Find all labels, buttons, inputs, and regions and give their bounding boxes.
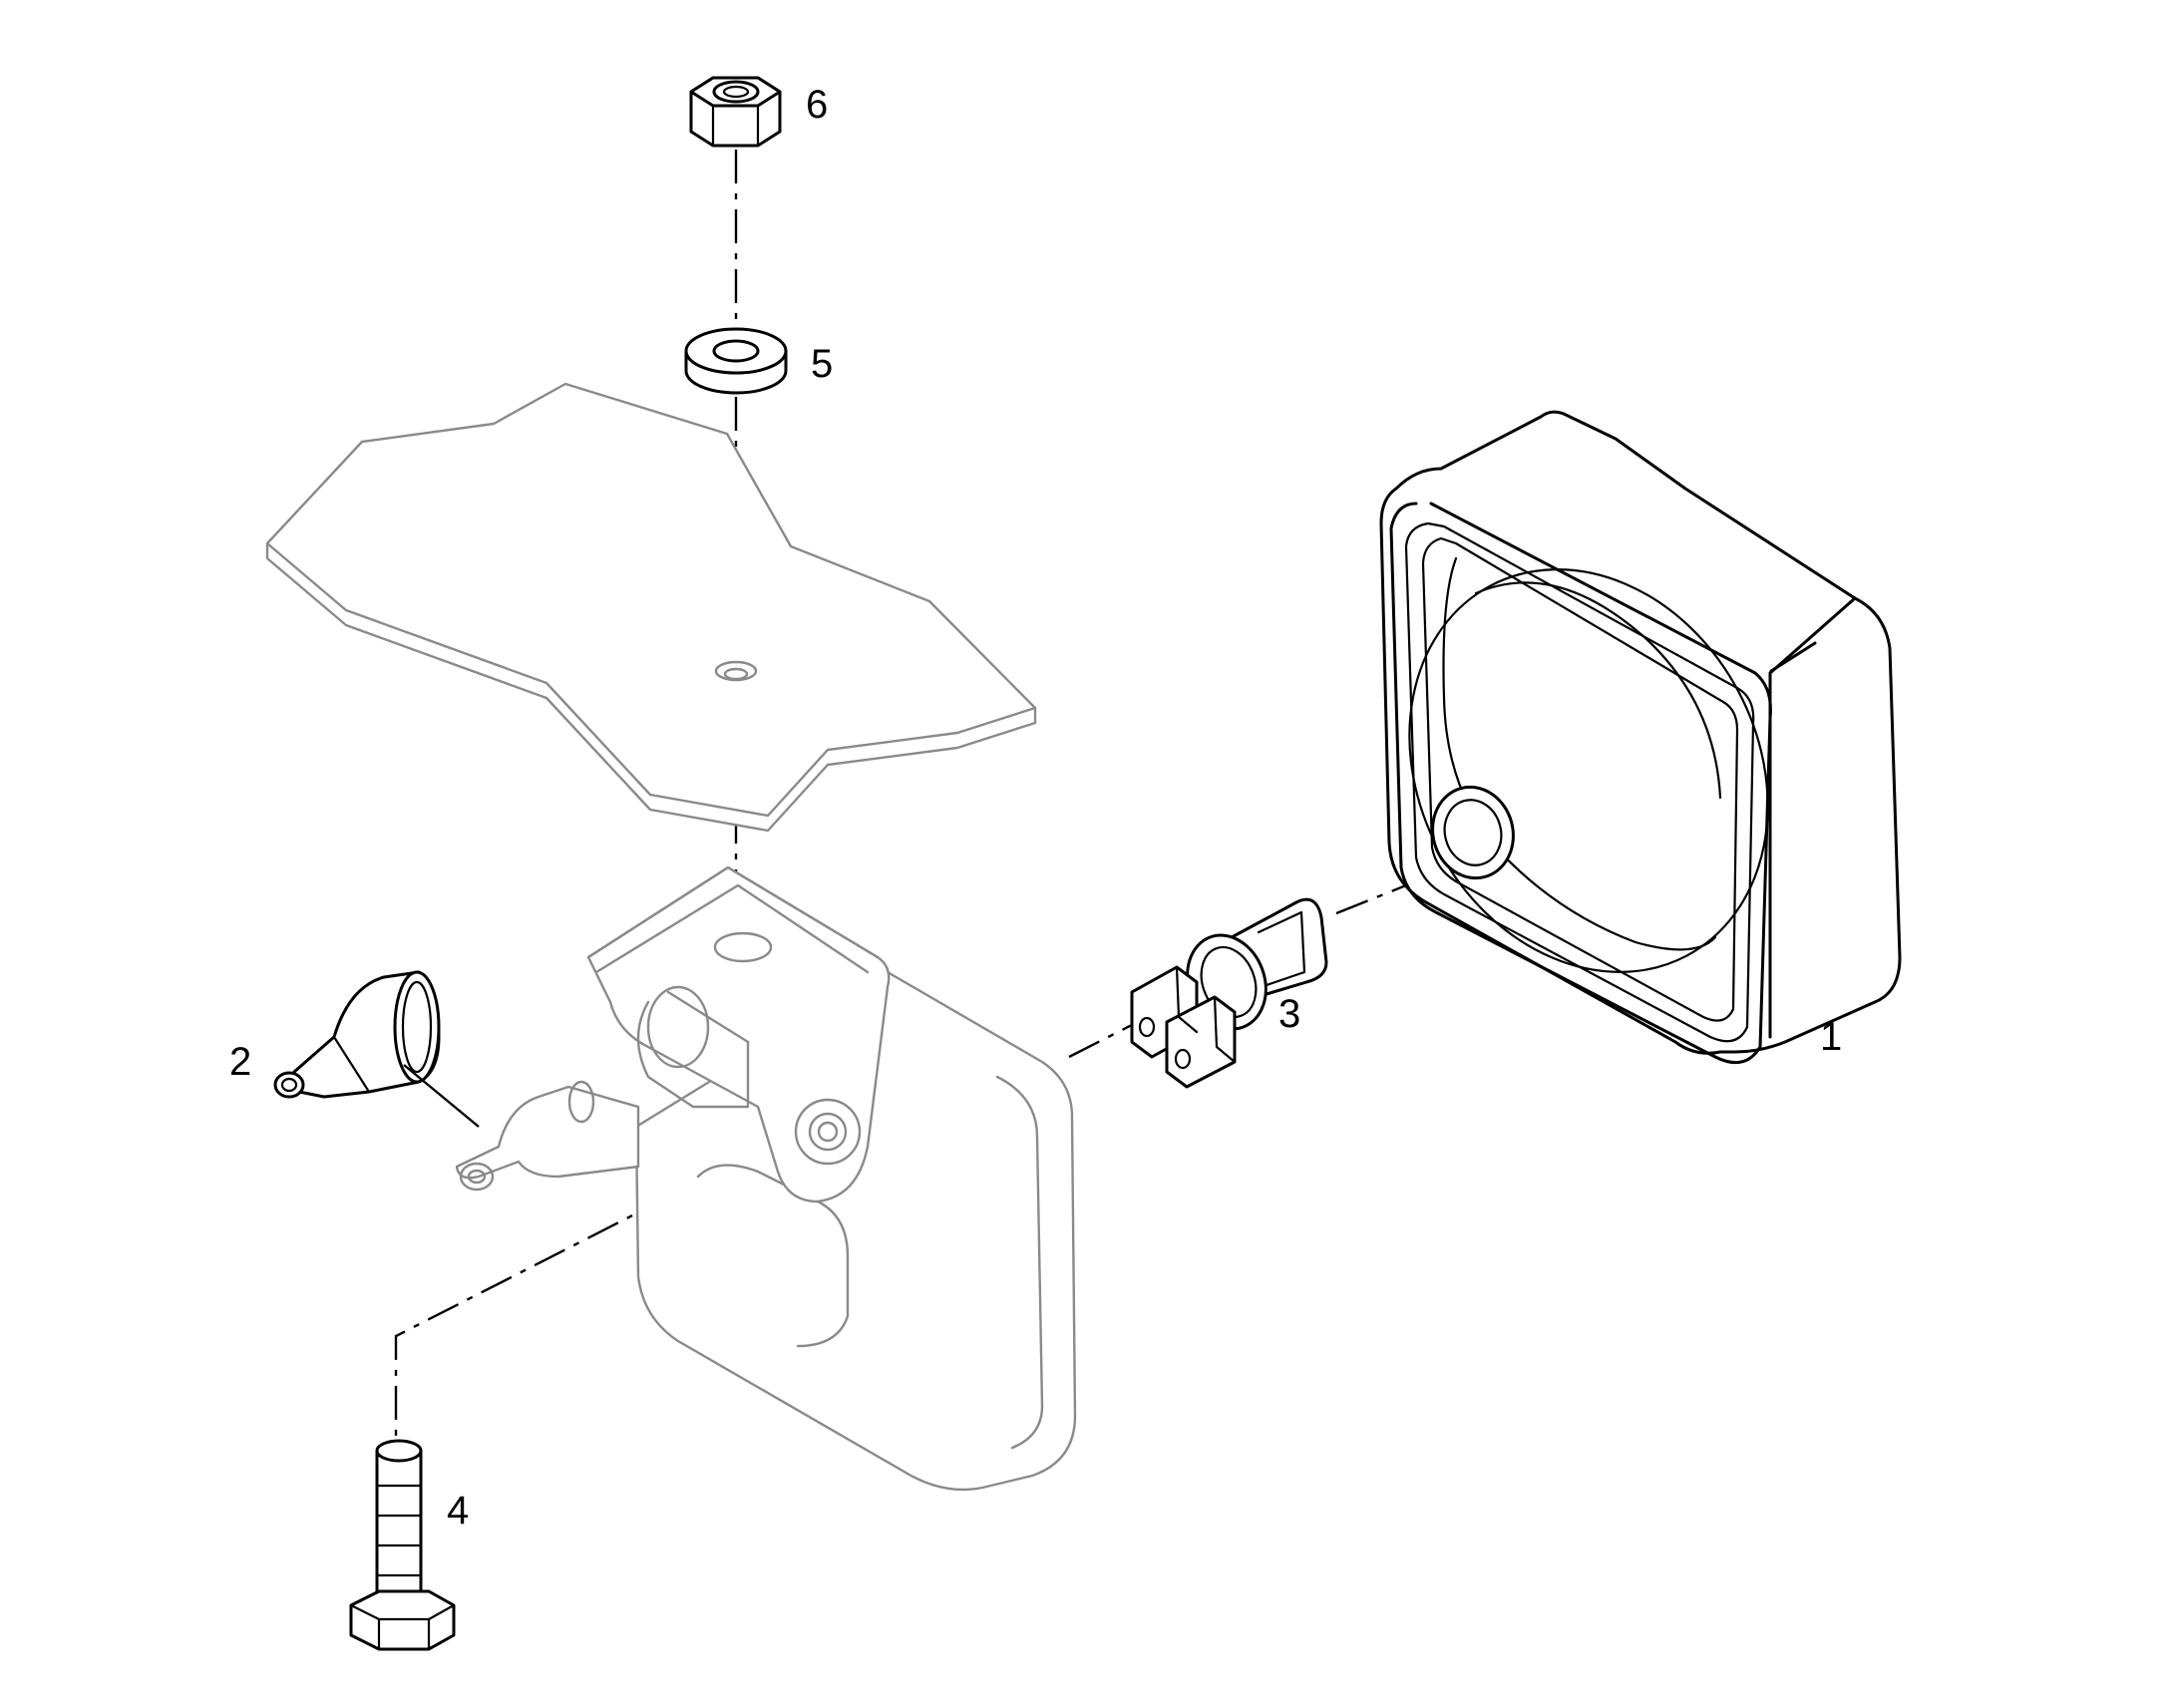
callout-3: 3 [1278,992,1300,1036]
rubber-boot [273,970,441,1099]
callout-1: 1 [1820,1015,1842,1059]
lamp-mount-bracket [455,865,1077,1492]
bolt [349,1439,456,1651]
hex-nut [689,76,782,148]
mounting-plate [265,382,1037,833]
callout-2: 2 [229,1040,251,1084]
callout-numbers: 1 2 3 4 5 6 [229,83,1842,1533]
callout-5: 5 [811,342,833,386]
callout-6: 6 [806,83,828,127]
washer [684,327,788,395]
leader-lines [403,1064,480,1128]
work-light-housing [1379,410,1902,1065]
callout-4: 4 [447,1489,469,1533]
bulb [1130,897,1328,1089]
